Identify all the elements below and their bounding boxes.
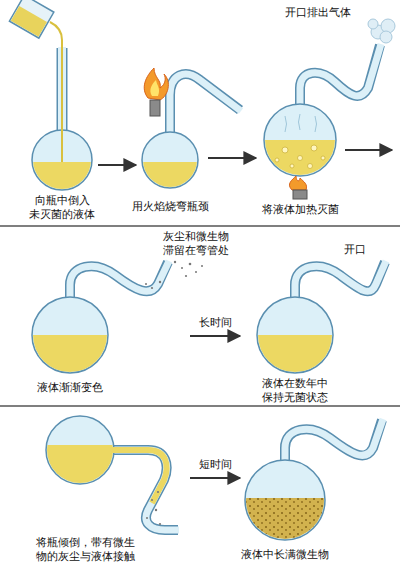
caption-label: 将液体加热灭菌 bbox=[255, 203, 345, 217]
flask bbox=[140, 74, 241, 192]
step-arrow bbox=[190, 335, 240, 337]
flask bbox=[30, 40, 94, 192]
beaker bbox=[9, 0, 62, 150]
caption-label: 用火焰烧弯瓶颈 bbox=[125, 200, 215, 214]
caption-label: 液体在数年中 保持无菌状态 bbox=[255, 377, 335, 405]
step-arrow bbox=[98, 164, 136, 166]
flask bbox=[44, 416, 179, 530]
flask bbox=[262, 44, 381, 180]
caption-label: 长时间 bbox=[190, 316, 240, 330]
caption-label: 灰尘和微生物 滞留在弯管处 bbox=[156, 230, 236, 258]
step-arrow bbox=[208, 157, 256, 159]
caption-label: 开口 bbox=[335, 243, 375, 257]
steam-cloud bbox=[368, 19, 395, 43]
caption-label: 液体中长满微生物 bbox=[235, 548, 335, 562]
dust bbox=[145, 261, 203, 289]
flask bbox=[255, 261, 386, 375]
step-arrow bbox=[190, 477, 240, 479]
separator bbox=[0, 405, 400, 407]
dust bbox=[146, 491, 161, 525]
flame bbox=[144, 68, 168, 116]
separator bbox=[0, 225, 400, 227]
caption-label: 液体渐渐变色 bbox=[30, 381, 110, 395]
caption-label: 短时间 bbox=[190, 458, 240, 472]
flame bbox=[289, 176, 307, 199]
step-arrow bbox=[345, 149, 392, 151]
caption-label: 向瓶中倒入 未灭菌的液体 bbox=[22, 194, 102, 222]
caption-label: 将瓶倾倒，带有微生 物的灰尘与液体接触 bbox=[31, 536, 139, 564]
flask bbox=[30, 261, 169, 375]
flask bbox=[244, 419, 383, 542]
caption-label: 开口排出气体 bbox=[278, 6, 358, 20]
